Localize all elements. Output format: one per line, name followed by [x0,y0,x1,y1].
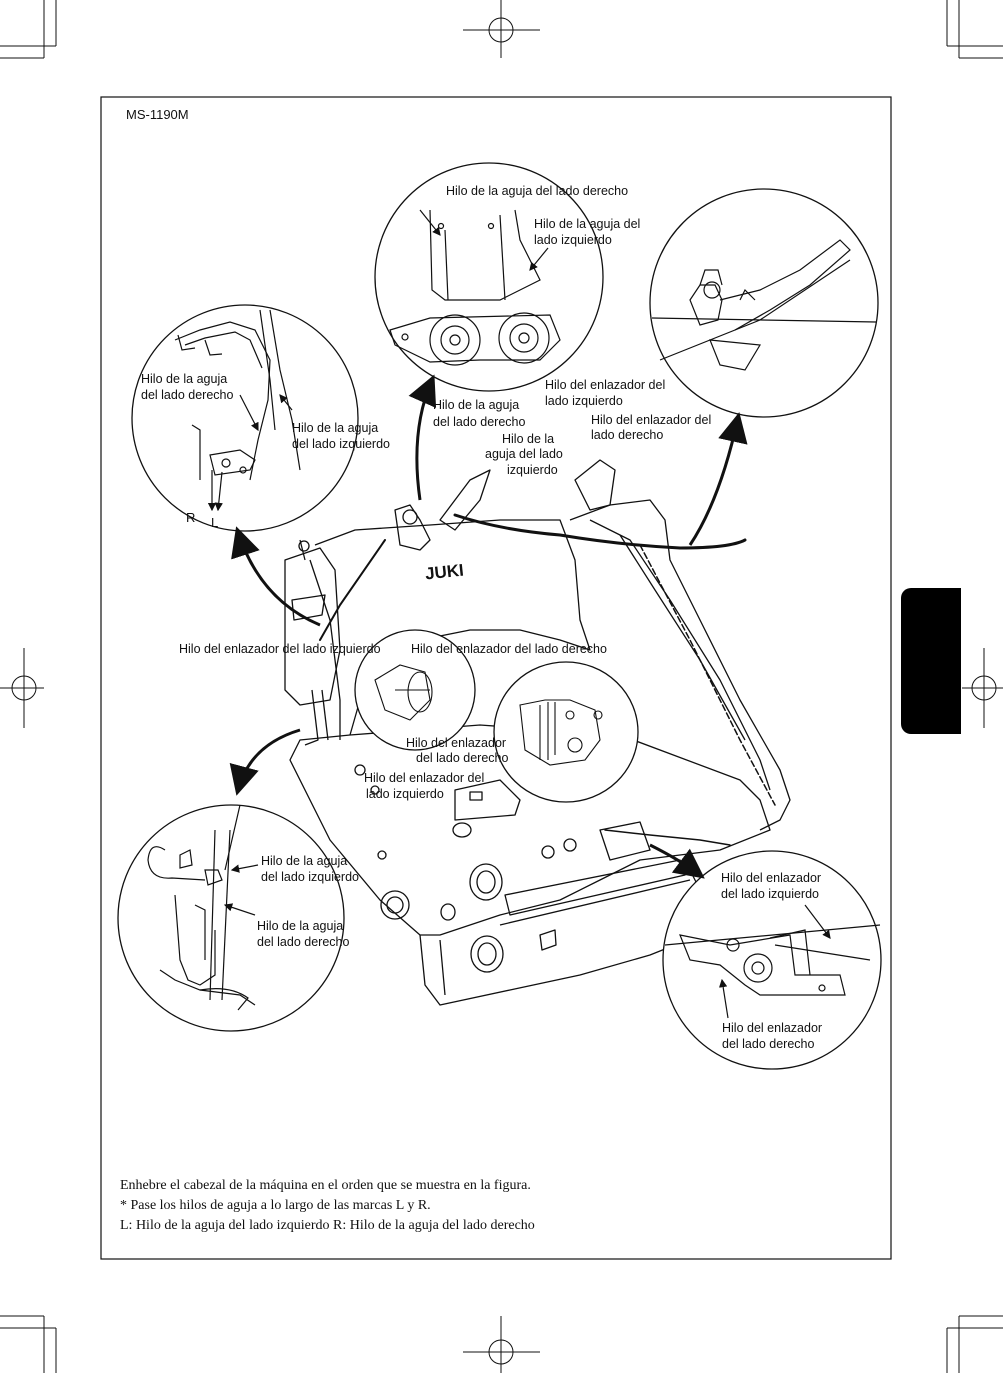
caption-line-2: * Pase los hilos de aguja a lo largo de … [120,1198,431,1213]
section-index-tab [901,588,961,734]
label-looper-right-top-1: Hilo del enlazador del [591,413,712,427]
label-looper-left-top-2: lado izquierdo [545,394,623,408]
label-top-right-needle: Hilo de la aguja del lado derecho [446,184,629,198]
brand-logo: JUKI [424,561,465,584]
label-ul-left-needle-2: del lado izquierdo [292,437,390,451]
label-lr-looper-right-1: Hilo del enlazador [722,1021,823,1035]
detail-circle-upper-right [649,188,879,418]
label-mid-right-needle-1: Hilo de la aguja [433,398,520,412]
thread-path [319,513,776,846]
label-lr-looper-right-2: del lado derecho [722,1037,815,1051]
detail-circles [117,162,882,1070]
label-top-left-needle-2: lado izquierdo [534,233,612,247]
model-number: MS-1190M [126,107,189,122]
label-mid-right-needle-2: del lado derecho [433,415,526,429]
caption-line-3: L: Hilo de la aguja del lado izquierdo R… [120,1218,535,1233]
label-mid-left-needle-3: izquierdo [507,463,558,477]
detail-circle-upper-left [131,304,359,532]
label-lr-looper-left-2: del lado izquierdo [721,887,819,901]
page-frame [100,96,892,1260]
detail-circle-top-center [374,162,604,392]
label-ll-right-needle-2: del lado derecho [257,935,350,949]
label-inner-looper-right-1: Hilo del enlazador [406,736,507,750]
label-mid-left-needle-2: aguja del lado [485,447,563,461]
label-top-left-needle-1: Hilo de la aguja del [534,217,641,231]
inset-circle-looper-right [493,661,639,803]
caption-line-1: Enhebre el cabezal de la máquina en el o… [120,1178,531,1193]
label-ul-right-needle-1: Hilo de la aguja [141,372,228,386]
label-ll-right-needle-1: Hilo de la aguja [257,919,344,933]
detail-circle-lower-right [662,850,882,1070]
label-looper-right-top-2: lado derecho [591,428,664,442]
label-looper-left-top-1: Hilo del enlazador del [545,378,666,392]
label-inner-looper-left-2: lado izquierdo [366,787,444,801]
r-mark: R [186,510,196,525]
label-ul-right-needle-2: del lado derecho [141,388,234,402]
detail-circle-lower-left [117,804,345,1032]
label-ll-left-needle-1: Hilo de la aguja [261,854,348,868]
label-lr-looper-left-1: Hilo del enlazador [721,871,822,885]
label-center-looper-left: Hilo del enlazador del lado izquierdo [179,642,381,656]
label-ll-left-needle-2: del lado izquierdo [261,870,359,884]
label-inner-looper-right-2: del lado derecho [416,751,509,765]
l-mark: L [211,515,219,530]
label-inner-looper-left-1: Hilo del enlazador del [364,771,485,785]
label-mid-left-needle-1: Hilo de la [502,432,555,446]
instructions-caption: Enhebre el cabezal de la máquina en el o… [120,1176,535,1236]
label-center-looper-right: Hilo del enlazador del lado derecho [411,642,607,656]
label-ul-left-needle-1: Hilo de la aguja [292,421,379,435]
